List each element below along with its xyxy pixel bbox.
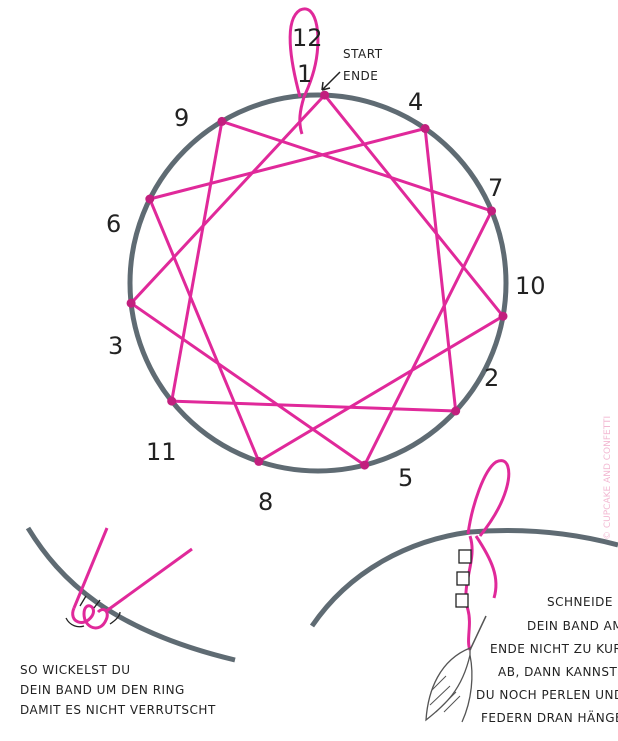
pin-point [421,124,430,133]
finish-caption-line-2: DEIN BAND AM [527,619,618,633]
hanging-loop [468,461,509,536]
string-segment [150,199,259,461]
wrap-caption-line-1: SO WICKELST DU [20,663,131,677]
pin-point [145,195,154,204]
pin-point [499,312,508,321]
bead-icon [459,550,471,563]
pin-point [217,117,226,126]
string-segment [172,401,456,411]
label-6: 6 [106,210,121,238]
label-8: 8 [258,488,273,516]
wrap-caption-line-3: DAMIT ES NICHT VERRUTSCHT [20,703,216,717]
pin-point [320,91,329,100]
finish-caption-line-6: FEDERN DRAN HÄNGEN [481,710,618,725]
main-diagram: 12 1 4 7 10 2 5 8 11 3 6 9 START ENDE [106,9,546,516]
string-segment [259,316,503,461]
feather-barbs [430,676,460,712]
finish-caption-line-3: ENDE NICHT ZU KURZ [490,642,618,656]
string-segment [425,129,456,412]
label-10: 10 [515,272,546,300]
label-11: 11 [146,438,177,466]
pin-point [487,206,496,215]
feather-quill [470,616,486,650]
pin-point [360,461,369,470]
label-7: 7 [488,174,503,202]
label-5: 5 [398,464,413,492]
finish-caption-line-4: AB, DANN KANNST [498,665,618,679]
pin-point [127,299,136,308]
arrow-icon [322,72,340,90]
label-3: 3 [108,332,123,360]
ring [130,95,506,471]
loose-end [300,97,304,134]
wrap-detail: SO WICKELST DU DEIN BAND UM DEN RING DAM… [20,528,235,717]
string-out [105,549,192,612]
end-label: ENDE [343,69,378,83]
string-segment [150,129,425,200]
label-2: 2 [484,364,499,392]
wrap-caption-line-2: DEIN BAND UM DEN RING [20,683,185,697]
finish-detail: SCHNEIDE DEIN BAND AM ENDE NICHT ZU KURZ… [312,461,618,725]
finish-caption-line-1: SCHNEIDE [547,595,613,609]
wrap-loops [73,606,108,628]
start-label: START [343,47,383,61]
string-segment [131,95,325,303]
pin-point [451,407,460,416]
label-4: 4 [408,88,423,116]
bead-icon [457,572,469,585]
bead-icon [456,594,468,607]
watermark: © CUPCAKE AND CONFETTI [603,416,613,540]
label-12: 12 [292,24,323,52]
pin-point [254,457,263,466]
label-1: 1 [297,60,312,88]
hanging-strand-2 [476,536,496,598]
finish-caption-line-5: DU NOCH PERLEN UND [476,688,618,702]
label-9: 9 [174,104,189,132]
string-segment [365,211,492,465]
pin-point [167,397,176,406]
feather-icon [426,648,472,722]
